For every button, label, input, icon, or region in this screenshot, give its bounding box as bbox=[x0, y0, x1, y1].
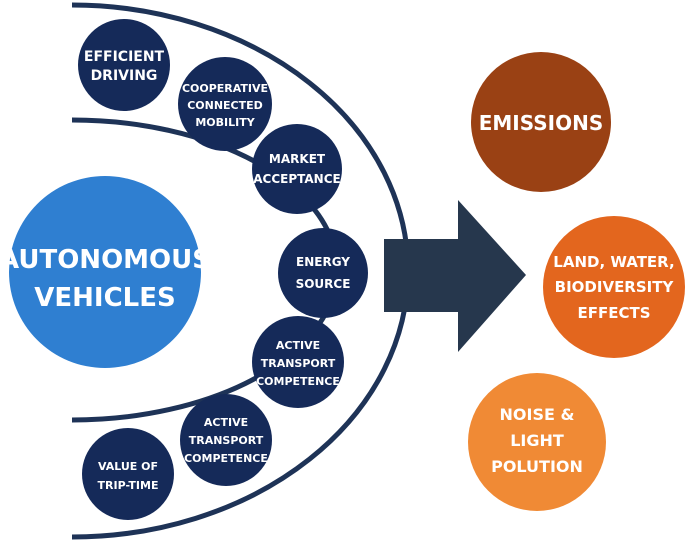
effect-circle bbox=[471, 52, 611, 192]
factor-efficient-driving: EFFICIENT DRIVING bbox=[78, 19, 170, 111]
factor-label-line: TRANSPORT bbox=[261, 357, 336, 370]
factor-circle bbox=[178, 57, 272, 151]
effect-emissions: EMISSIONS bbox=[471, 52, 611, 192]
factor-market-acceptance: MARKET ACCEPTANCE bbox=[252, 124, 342, 214]
factor-label-line: CONNECTED bbox=[187, 99, 263, 112]
central-label-line1: AUTONOMOUS bbox=[0, 245, 211, 275]
effect-land-water-biodiversity: LAND, WATER, BIODIVERSITY EFFECTS bbox=[543, 216, 685, 358]
factor-circle bbox=[180, 394, 272, 486]
central-label-line2: VEHICLES bbox=[34, 283, 175, 313]
effect-label-line: NOISE & bbox=[500, 405, 575, 424]
factor-label-line: COMPETENCE bbox=[184, 452, 268, 465]
factor-circle bbox=[278, 228, 368, 318]
factor-label-line: ENERGY bbox=[296, 255, 350, 269]
factor-circle bbox=[252, 124, 342, 214]
factor-label-line: TRANSPORT bbox=[189, 434, 264, 447]
effect-label-line: LIGHT bbox=[510, 431, 564, 450]
factor-label-line: COMPETENCE bbox=[256, 375, 340, 388]
factor-circle bbox=[78, 19, 170, 111]
factor-label-line: ACTIVE bbox=[276, 339, 320, 352]
factor-label-line: ACTIVE bbox=[204, 416, 248, 429]
factor-circle bbox=[82, 428, 174, 520]
factor-cooperative-connected-mobility: COOPERATIVE CONNECTED MOBILITY bbox=[178, 57, 272, 151]
effect-noise-light-polution: NOISE & LIGHT POLUTION bbox=[468, 373, 606, 511]
autonomous-vehicles-node: AUTONOMOUS VEHICLES bbox=[0, 176, 211, 368]
factor-circle bbox=[252, 316, 344, 408]
factor-energy-source: ENERGY SOURCE bbox=[278, 228, 368, 318]
effect-label-line: BIODIVERSITY bbox=[555, 278, 675, 296]
factor-label-line: EFFICIENT bbox=[84, 49, 165, 65]
effect-label-line: EFFECTS bbox=[577, 304, 650, 322]
effect-label-line: POLUTION bbox=[491, 457, 583, 476]
effect-circle bbox=[543, 216, 685, 358]
arrow bbox=[384, 200, 526, 352]
factor-label-line: DRIVING bbox=[91, 68, 158, 84]
factor-label-line: COOPERATIVE bbox=[182, 82, 268, 95]
factor-value-of-trip-time: VALUE OF TRIP-TIME bbox=[82, 428, 174, 520]
factor-label-line: MARKET bbox=[269, 152, 326, 166]
effect-circle bbox=[468, 373, 606, 511]
factor-label-line: SOURCE bbox=[296, 277, 351, 291]
effect-label-line: EMISSIONS bbox=[479, 111, 604, 135]
factor-label-line: MOBILITY bbox=[195, 116, 255, 129]
factor-label-line: TRIP-TIME bbox=[98, 479, 159, 492]
factor-active-transport-competence-1: ACTIVE TRANSPORT COMPETENCE bbox=[252, 316, 344, 408]
factor-label-line: ACCEPTANCE bbox=[253, 172, 340, 186]
effect-label-line: LAND, WATER, bbox=[553, 253, 674, 271]
factor-label-line: VALUE OF bbox=[98, 460, 158, 473]
central-circle bbox=[9, 176, 201, 368]
factor-active-transport-competence-2: ACTIVE TRANSPORT COMPETENCE bbox=[180, 394, 272, 486]
